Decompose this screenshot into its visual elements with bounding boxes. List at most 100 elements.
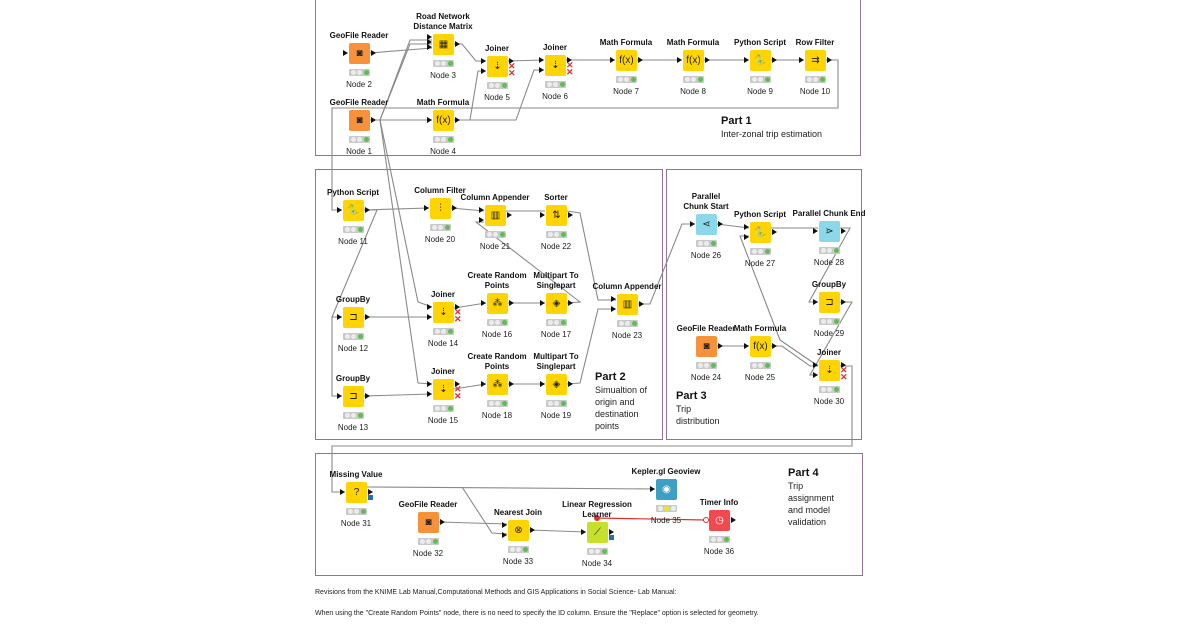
input-port[interactable] — [610, 57, 615, 63]
input-port[interactable] — [744, 57, 749, 63]
multipart-icon[interactable]: ◈ — [546, 374, 567, 395]
geofile-icon[interactable]: ◙ — [418, 512, 439, 533]
output-port[interactable] — [568, 300, 573, 306]
random-points-icon[interactable]: ⁂ — [487, 374, 508, 395]
row-filter-icon[interactable]: ⇉ — [805, 50, 826, 71]
node-label[interactable]: Node 17 — [540, 330, 572, 339]
output-port[interactable] — [568, 212, 573, 218]
geofile-icon[interactable]: ◙ — [349, 43, 370, 64]
output-port[interactable] — [772, 57, 777, 63]
output-port[interactable] — [772, 229, 777, 235]
joiner-icon[interactable]: ⇣ — [545, 55, 566, 76]
joiner-icon[interactable]: ⇣ — [819, 360, 840, 381]
output-port[interactable] — [841, 299, 846, 305]
node-label[interactable]: Node 6 — [542, 92, 568, 101]
node-label[interactable]: Node 18 — [481, 411, 513, 420]
geofile-icon[interactable]: ◙ — [696, 336, 717, 357]
timer-icon[interactable]: ◷ — [709, 510, 730, 531]
node-label[interactable]: Node 20 — [424, 235, 456, 244]
input-port[interactable] — [744, 224, 749, 230]
node-label[interactable]: Node 3 — [430, 71, 456, 80]
node-label[interactable]: Node 31 — [340, 519, 372, 528]
output-port[interactable] — [365, 393, 370, 399]
output-port[interactable] — [455, 117, 460, 123]
groupby-icon[interactable]: ⊐ — [343, 386, 364, 407]
input-port[interactable] — [481, 300, 486, 306]
output-port[interactable] — [718, 221, 723, 227]
node-label[interactable]: Node 22 — [540, 242, 572, 251]
output-port[interactable] — [455, 41, 460, 47]
input-port[interactable] — [427, 314, 432, 320]
joiner-icon[interactable]: ⇣ — [433, 302, 454, 323]
input-port[interactable] — [479, 217, 484, 223]
python-icon[interactable]: 🐍 — [343, 200, 364, 221]
input-port[interactable] — [539, 67, 544, 73]
node-label[interactable]: Node 36 — [703, 547, 735, 556]
input-port[interactable] — [813, 362, 818, 368]
output-port[interactable] — [452, 205, 457, 211]
output-port[interactable] — [841, 228, 846, 234]
column-appender-icon[interactable]: ▥ — [617, 294, 638, 315]
model-port[interactable] — [368, 495, 373, 500]
output-port[interactable] — [705, 57, 710, 63]
python-icon[interactable]: 🐍 — [750, 222, 771, 243]
node-label[interactable]: Node 5 — [484, 93, 510, 102]
groupby-icon[interactable]: ⊐ — [343, 307, 364, 328]
output-port[interactable] — [718, 343, 723, 349]
input-port[interactable] — [744, 234, 749, 240]
model-port[interactable] — [609, 535, 614, 540]
output-port[interactable] — [772, 343, 777, 349]
output-port[interactable] — [371, 50, 376, 56]
input-port[interactable] — [481, 381, 486, 387]
output-port[interactable] — [731, 517, 736, 523]
node-label[interactable]: Node 26 — [690, 251, 722, 260]
nearest-join-icon[interactable]: ⊗ — [508, 520, 529, 541]
output-port[interactable] — [567, 57, 572, 63]
output-port[interactable] — [568, 381, 573, 387]
node-label[interactable]: Node 15 — [427, 416, 459, 425]
node-label[interactable]: Node 33 — [502, 557, 534, 566]
node-label[interactable]: Node 10 — [799, 87, 831, 96]
output-port[interactable] — [509, 381, 514, 387]
input-port[interactable] — [540, 212, 545, 218]
groupby-icon[interactable]: ⊐ — [819, 292, 840, 313]
input-port[interactable] — [677, 57, 682, 63]
output-port[interactable] — [365, 314, 370, 320]
output-port[interactable] — [639, 301, 644, 307]
input-port[interactable] — [343, 50, 348, 56]
node-label[interactable]: Node 8 — [680, 87, 706, 96]
kepler-icon[interactable]: ◉ — [656, 479, 677, 500]
node-label[interactable]: Node 12 — [337, 344, 369, 353]
output-port[interactable] — [455, 304, 460, 310]
parallel-chunk-end-icon[interactable]: ⋗ — [819, 221, 840, 242]
node-label[interactable]: Node 23 — [611, 331, 643, 340]
column-appender-icon[interactable]: ▥ — [485, 205, 506, 226]
input-port[interactable] — [799, 57, 804, 63]
output-port[interactable] — [455, 381, 460, 387]
joiner-icon[interactable]: ⇣ — [433, 379, 454, 400]
output-port[interactable] — [638, 57, 643, 63]
input-port[interactable] — [427, 304, 432, 310]
math-formula-icon[interactable]: f(x) — [433, 110, 454, 131]
input-port[interactable] — [427, 44, 432, 50]
node-label[interactable]: Node 28 — [813, 258, 845, 267]
output-port[interactable] — [507, 212, 512, 218]
node-label[interactable]: Node 21 — [479, 242, 511, 251]
node-label[interactable]: Node 24 — [690, 373, 722, 382]
input-port[interactable] — [650, 486, 655, 492]
input-port[interactable] — [340, 489, 345, 495]
regression-icon[interactable]: ⟋ — [587, 522, 608, 543]
input-port[interactable] — [540, 381, 545, 387]
input-port[interactable] — [337, 314, 342, 320]
output-port[interactable] — [440, 519, 445, 525]
python-icon[interactable]: 🐍 — [750, 50, 771, 71]
input-port[interactable] — [813, 299, 818, 305]
input-port[interactable] — [690, 221, 695, 227]
input-port[interactable] — [813, 228, 818, 234]
input-port[interactable] — [427, 34, 432, 40]
output-port[interactable] — [365, 207, 370, 213]
output-port[interactable] — [368, 489, 373, 495]
input-port[interactable] — [424, 205, 429, 211]
multipart-icon[interactable]: ◈ — [546, 293, 567, 314]
input-port[interactable] — [502, 522, 507, 528]
